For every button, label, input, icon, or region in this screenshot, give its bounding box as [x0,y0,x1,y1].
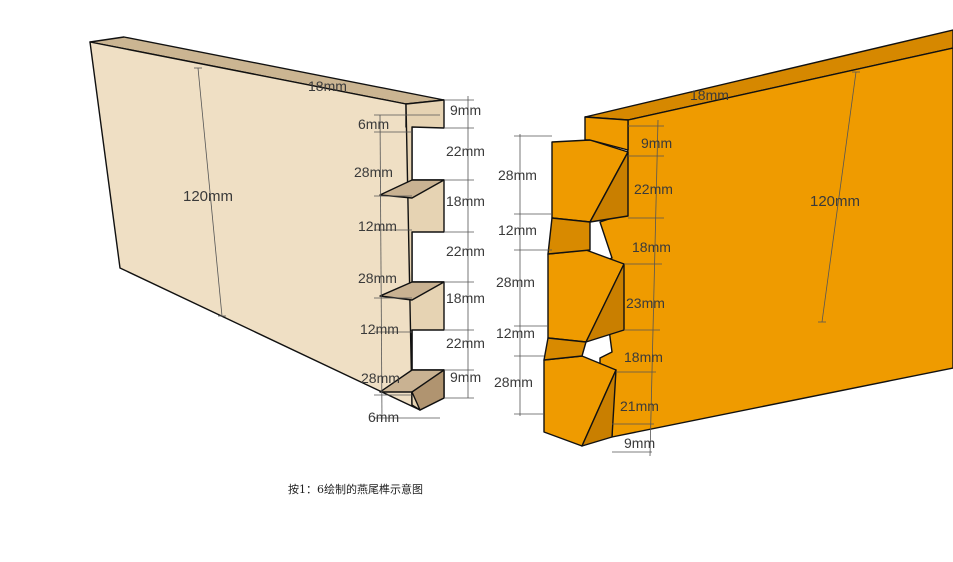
right-tail-label-3: 28mm [496,274,535,290]
left-socket-label-6: 28mm [361,370,400,386]
right-tail-shadow-2 [585,263,625,343]
figure-caption: 按1：6绘制的燕尾榫示意图 [288,483,423,496]
right-pin-1 [584,116,629,151]
left-board-end [405,99,445,411]
right-thickness-label: 18mm [690,87,729,103]
left-tail-label-4: 22mm [446,243,485,259]
left-tail-label-3: 18mm [446,193,485,209]
right-tail-shadow-1 [589,151,629,223]
right-tail-label-1: 28mm [498,167,537,183]
right-socket-label-7: 9mm [624,435,655,451]
right-tail-label-4: 12mm [496,325,535,341]
right-tail-shadow-3 [581,369,617,447]
left-socket-label-1: 6mm [358,116,389,132]
left-tail-label-6: 22mm [446,335,485,351]
left-tail-label-7: 9mm [450,369,481,385]
left-socket-label-5: 12mm [360,321,399,337]
left-height-label: 120mm [183,188,233,205]
right-socket-label-1: 9mm [641,135,672,151]
left-socket-label-3: 12mm [358,218,397,234]
left-tail-label-1: 9mm [450,102,481,118]
right-height-label: 120mm [810,193,860,210]
left-thickness-label: 18mm [308,78,347,94]
right-gap-2 [543,337,587,361]
right-gap-1 [547,217,591,255]
right-tail-label-2: 12mm [498,222,537,238]
right-socket-label-6: 21mm [620,398,659,414]
right-tail-label-5: 28mm [494,374,533,390]
left-board [89,36,445,411]
left-socket-label-2: 28mm [354,164,393,180]
right-socket-label-5: 18mm [624,349,663,365]
dimension-lines [194,67,860,457]
right-socket-label-2: 22mm [634,181,673,197]
left-tail-label-2: 22mm [446,143,485,159]
left-socket-label-7: 6mm [368,409,399,425]
right-board [543,29,953,447]
right-socket-label-4: 23mm [626,295,665,311]
right-socket-label-3: 18mm [632,239,671,255]
left-socket-label-4: 28mm [358,270,397,286]
left-tail-label-5: 18mm [446,290,485,306]
